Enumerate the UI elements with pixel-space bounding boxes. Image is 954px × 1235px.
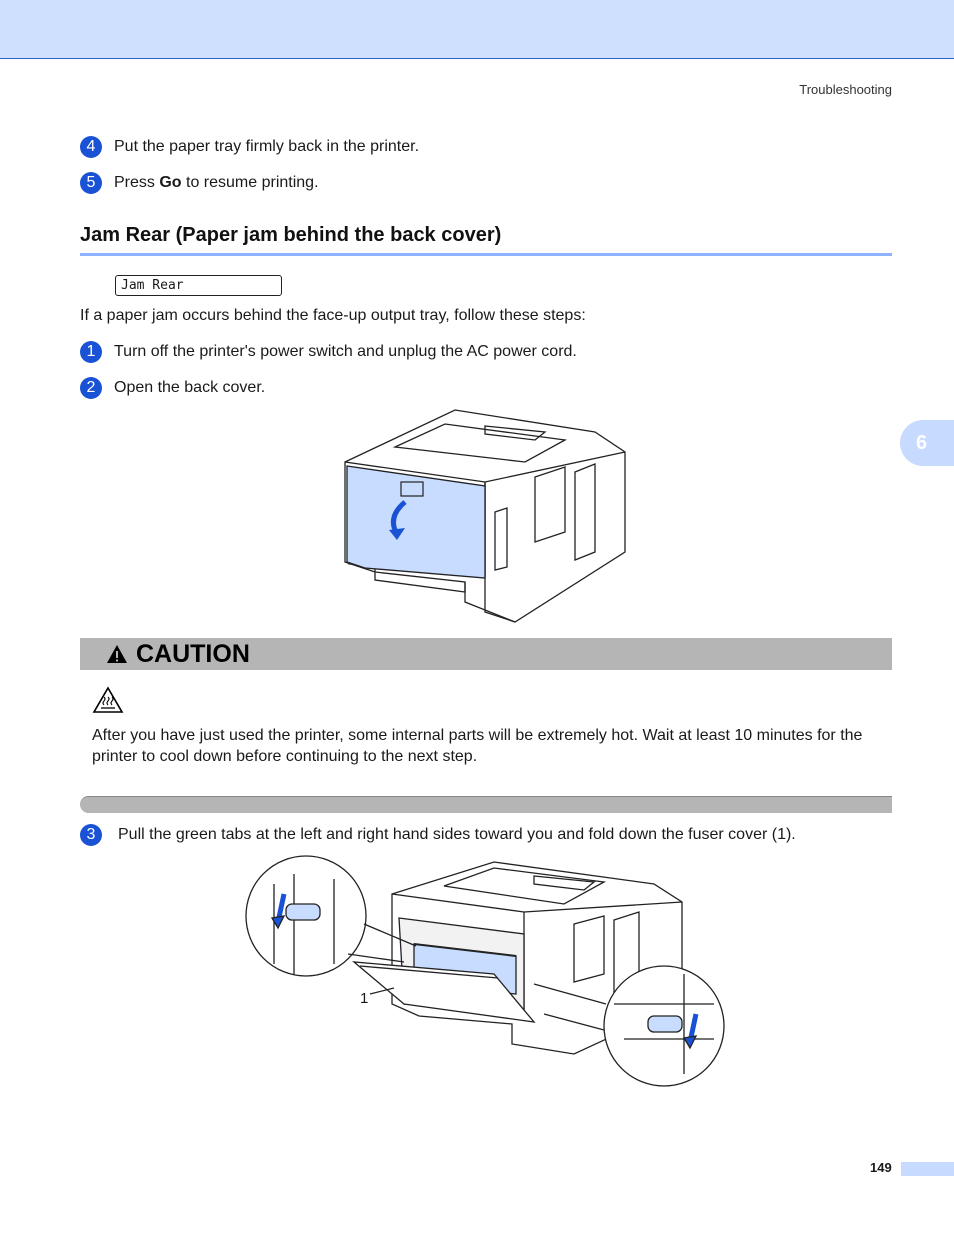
running-head: Troubleshooting — [799, 82, 892, 97]
page-footer-band — [901, 1162, 954, 1176]
chapter-tab: 6 — [900, 420, 954, 466]
step-text-after: to resume printing. — [181, 174, 319, 191]
caution-footer-bar — [80, 796, 892, 813]
step-number: 5 — [80, 172, 102, 194]
step-5: 5 Press Go to resume printing. — [80, 172, 319, 194]
step-text-before: Press — [114, 174, 160, 191]
step-text: Pull the green tabs at the left and righ… — [118, 826, 796, 843]
section-title: Jam Rear (Paper jam behind the back cove… — [80, 224, 502, 246]
hot-surface-icon — [92, 686, 124, 713]
step-text: Put the paper tray firmly back in the pr… — [114, 138, 420, 155]
caution-header: CAUTION — [80, 638, 892, 670]
lcd-message: Jam Rear — [115, 275, 282, 296]
go-button-label: Go — [159, 174, 182, 191]
fuser-cover-callout: 1 — [360, 990, 369, 1007]
step-2: 2 Open the back cover. — [80, 377, 265, 399]
caution-title: CAUTION — [136, 639, 250, 668]
step-3: 3 Pull the green tabs at the left and ri… — [80, 824, 796, 846]
step-number: 3 — [80, 824, 102, 846]
step-number: 1 — [80, 341, 102, 363]
step-1: 1 Turn off the printer's power switch an… — [80, 341, 577, 363]
caution-text: After you have just used the printer, so… — [92, 727, 863, 765]
step-text: Open the back cover. — [114, 379, 266, 396]
section-rule — [80, 253, 892, 256]
step-4: 4 Put the paper tray firmly back in the … — [80, 136, 419, 158]
printer-back-cover-illustration — [344, 409, 626, 623]
warning-triangle-icon — [107, 645, 127, 663]
step-number: 2 — [80, 377, 102, 399]
fuser-cover-illustration — [245, 855, 725, 1087]
page-number: 149 — [870, 1160, 892, 1175]
intro-paragraph: If a paper jam occurs behind the face-up… — [80, 307, 586, 324]
step-text: Turn off the printer's power switch and … — [114, 343, 577, 360]
step-text: Press Go to resume printing. — [114, 174, 319, 192]
top-header-band — [0, 0, 954, 59]
step-number: 4 — [80, 136, 102, 158]
